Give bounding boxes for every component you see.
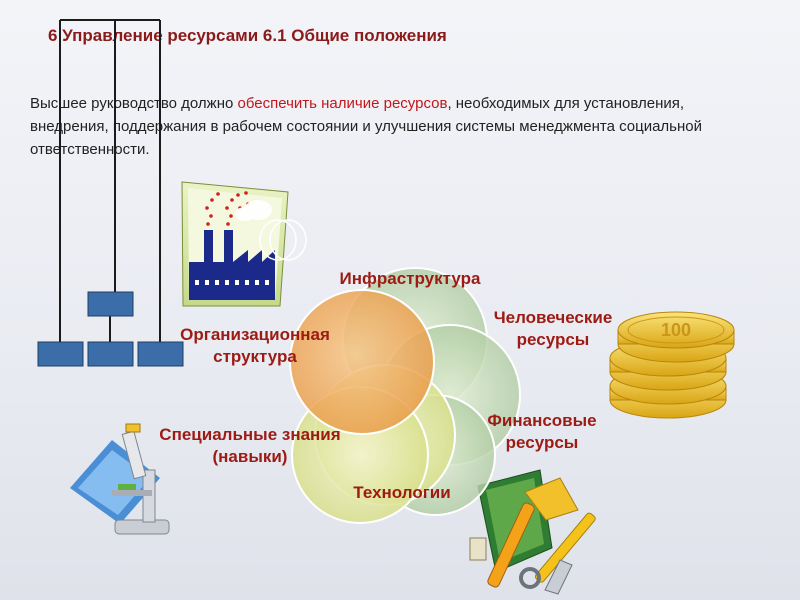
coin-value: 100 [660, 320, 692, 340]
label-infrastructure: Инфраструктура [339, 269, 481, 288]
label-organizational-structure: Организационная структура [180, 325, 330, 366]
factory-icon [181, 181, 307, 307]
slide-title: 6 Управление ресурсами 6.1 Общие положен… [48, 26, 447, 45]
org-chart-icon [59, 19, 161, 342]
microscope-icon [70, 423, 170, 535]
label-financial-resources: Финансовые ресурсы [487, 411, 597, 452]
label-special-knowledge: Специальные знания (навыки) [159, 425, 341, 466]
paragraph-text-start: Высшее руководство должно [30, 95, 238, 112]
paragraph-highlight: обеспечить наличие ресурсов [237, 95, 448, 112]
circle-organization [289, 289, 435, 435]
body-paragraph: Высшее руководство должно обеспечить нал… [30, 92, 720, 161]
org-chart-boxes [37, 291, 184, 367]
tools-icon [469, 469, 596, 595]
resource-circles [289, 267, 521, 524]
label-technologies: Технологии [353, 483, 451, 502]
paragraph-text-end: , необходимых для установления, внедрени… [30, 95, 703, 158]
label-human-resources: Человеческие ресурсы [493, 308, 613, 349]
coins-icon [609, 311, 735, 419]
